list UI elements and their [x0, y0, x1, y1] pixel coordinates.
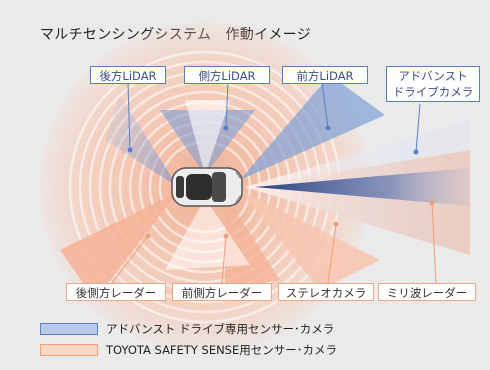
advanced-drive-camera-line1: アドバンスト: [398, 69, 468, 83]
legend-advanced-swatch: [40, 323, 98, 335]
rear-side-radar-label: 後側方レーダー: [66, 283, 166, 301]
legend-advanced-text: アドバンスト ドライブ専用センサー･カメラ: [106, 322, 335, 336]
legend-tss-text: TOYOTA SAFETY SENSE用センサー･カメラ: [106, 343, 337, 357]
orange-pointers: [111, 202, 437, 284]
blue-pointer-dots: [127, 125, 419, 155]
legend-tss-swatch: [40, 344, 98, 356]
stereo-camera-zone: [240, 190, 380, 290]
side-lidar-label: 側方LiDAR: [184, 66, 270, 84]
legend-tss: TOYOTA SAFETY SENSE用センサー･カメラ: [40, 343, 337, 357]
side-lidar-bright: [185, 100, 230, 175]
car-top-view: [171, 167, 243, 207]
legend-advanced: アドバンスト ドライブ専用センサー･カメラ: [40, 322, 334, 336]
advanced-drive-camera-line2: ドライブカメラ: [392, 85, 474, 99]
rear-side-radar-zone: [60, 192, 178, 300]
stereo-camera-label: ステレオカメラ: [278, 283, 374, 301]
front-lidar-zone: [240, 75, 385, 180]
advanced-drive-camera-label: アドバンスト ドライブカメラ: [386, 66, 480, 102]
front-lidar-label: 前方LiDAR: [282, 66, 368, 84]
lower-lidar-zone: [165, 198, 250, 270]
rear-lidar-zone: [105, 95, 178, 187]
blue-pointers: [127, 81, 421, 153]
front-side-radar-zone: [225, 195, 280, 290]
front-side-radar-label: 前側方レーダー: [172, 283, 272, 301]
millimeter-radar-label: ミリ波レーダー: [378, 283, 476, 301]
orange-pointer-dots: [145, 200, 435, 239]
rear-lidar-label: 後方LiDAR: [90, 66, 166, 84]
advanced-camera-beam: [255, 168, 470, 206]
